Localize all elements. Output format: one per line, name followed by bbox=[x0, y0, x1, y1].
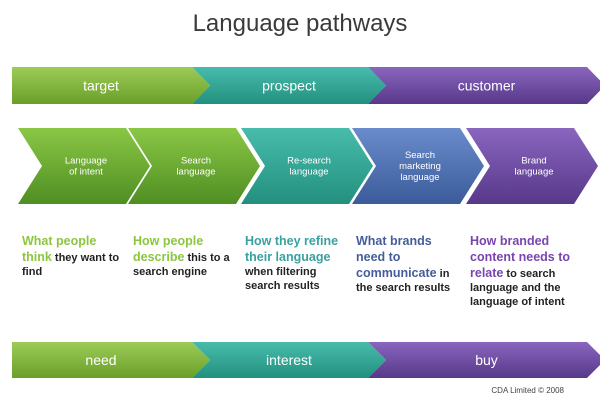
bottom-band-need bbox=[12, 342, 210, 378]
description-highlight-5: How branded content needs to relate bbox=[470, 234, 571, 280]
top-band-label-prospect: prospect bbox=[262, 78, 316, 94]
description-text-5: to search language and the language of i… bbox=[470, 268, 565, 308]
top-band-label-customer: customer bbox=[458, 78, 516, 94]
description-1: What people think they want to find bbox=[22, 233, 122, 279]
bottom-band-interest bbox=[192, 342, 386, 378]
description-5: How branded content needs to relate to s… bbox=[470, 233, 575, 309]
description-text-4: in the search results bbox=[356, 268, 451, 294]
top-band-target bbox=[12, 67, 210, 104]
description-highlight-2: How people describe bbox=[133, 234, 204, 264]
description-text-1: they want to find bbox=[22, 252, 120, 278]
step-chevron-1 bbox=[18, 128, 150, 204]
copyright-footer: CDA Limited © 2008 bbox=[491, 386, 564, 395]
step-chevron-3 bbox=[241, 128, 373, 204]
top-band-prospect bbox=[192, 67, 386, 104]
description-highlight-3: How they refine their language bbox=[245, 234, 339, 264]
description-highlight-1: What people think bbox=[22, 234, 97, 264]
description-4: What brands need to communicate in the s… bbox=[356, 233, 456, 295]
description-3: How they refine their language when filt… bbox=[245, 233, 345, 293]
description-text-2: this to a search engine bbox=[133, 252, 230, 278]
bottom-band-label-need: need bbox=[85, 352, 116, 368]
description-text-3: when filtering search results bbox=[245, 266, 320, 292]
step-chevron-5 bbox=[466, 128, 598, 204]
step-chevron-4 bbox=[352, 128, 484, 204]
step-chevron-2 bbox=[128, 128, 260, 204]
diagram-title: Language pathways bbox=[192, 10, 408, 37]
description-2: How people describe this to a search eng… bbox=[133, 233, 233, 279]
bottom-band-label-buy: buy bbox=[475, 352, 498, 368]
bottom-band-buy bbox=[368, 342, 600, 378]
top-band-customer bbox=[368, 67, 600, 104]
bottom-band-label-interest: interest bbox=[266, 352, 312, 368]
top-band-label-target: target bbox=[83, 78, 119, 94]
description-highlight-4: What brands need to communicate bbox=[356, 234, 437, 280]
